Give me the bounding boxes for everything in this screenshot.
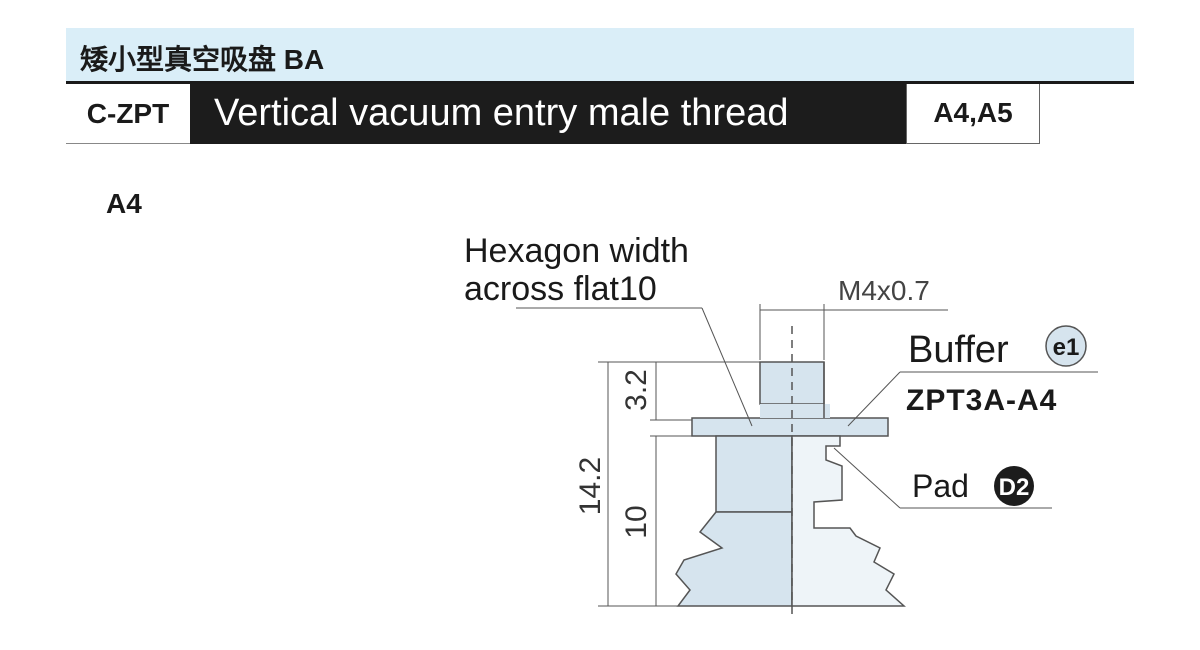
series-row: C-ZPT Vertical vacuum entry male thread … bbox=[66, 84, 1046, 144]
hexagon-label-line2: across flat10 bbox=[464, 270, 657, 308]
series-code: C-ZPT bbox=[66, 84, 190, 144]
model-label: ZPT3A-A4 bbox=[906, 384, 1057, 417]
section-label: A4 bbox=[106, 188, 142, 219]
dim-thread: 3.2 bbox=[620, 369, 653, 411]
title-bar: 矮小型真空吸盘 BA bbox=[66, 28, 1134, 84]
pad-label: Pad bbox=[912, 468, 969, 504]
page-title: 矮小型真空吸盘 BA bbox=[80, 44, 325, 75]
pad-badge: D2 bbox=[999, 474, 1030, 501]
dim-body: 10 bbox=[620, 505, 653, 538]
section-view bbox=[791, 435, 906, 607]
bellows-pad bbox=[675, 511, 793, 607]
buffer-badge: e1 bbox=[1053, 334, 1080, 361]
dimension-lines bbox=[516, 304, 1098, 607]
thread-sizes: A4,A5 bbox=[906, 84, 1040, 144]
stem-neck bbox=[760, 404, 830, 418]
hexagon-label-line1: Hexagon width bbox=[464, 232, 689, 270]
pad-badge-circle bbox=[994, 466, 1034, 506]
hex-flange bbox=[691, 417, 889, 437]
buffer-label: Buffer bbox=[908, 329, 1009, 371]
series-description: Vertical vacuum entry male thread bbox=[190, 84, 906, 144]
thread-label: M4x0.7 bbox=[838, 275, 930, 306]
pad-drawing bbox=[675, 361, 906, 607]
dim-total: 14.2 bbox=[574, 457, 607, 515]
buffer-body bbox=[715, 435, 793, 513]
buffer-badge-circle bbox=[1045, 325, 1087, 367]
